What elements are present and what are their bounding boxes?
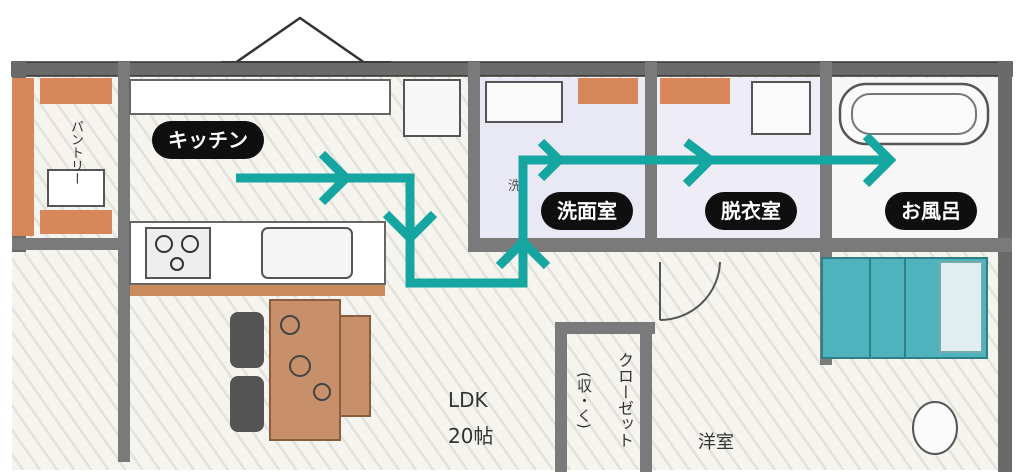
door-swing: [659, 261, 721, 321]
wall-closet-top: [555, 322, 655, 334]
pantry-label: パントリー: [68, 120, 83, 185]
wall-wet-bottom: [468, 238, 1012, 252]
kitchen-counter-edge: [130, 282, 385, 296]
sink: [261, 227, 353, 279]
bathtub: [838, 82, 990, 146]
arrow-heads: [318, 132, 897, 270]
burner: [181, 235, 199, 253]
burner: [155, 235, 173, 253]
dressing-room-label: 脱衣室: [705, 192, 797, 230]
ldk-size-label: 20帖: [448, 424, 494, 448]
chair: [230, 312, 264, 368]
wall-wash-left: [468, 62, 480, 247]
wall-pantry-bottom: [12, 238, 130, 250]
dining-table: [269, 299, 341, 441]
burner: [170, 257, 184, 271]
wood-left: [12, 78, 34, 236]
ldk-label: LDK: [448, 388, 488, 412]
western-room-label: 洋室: [698, 432, 734, 453]
closet2-label: (収・く): [575, 372, 593, 429]
wood-pantry-top: [40, 78, 112, 104]
wall-kitchen-left: [118, 62, 130, 462]
wash-small-label: 洗: [508, 179, 521, 194]
wall-top: [12, 62, 1012, 76]
wood-pantry-bottom: [40, 210, 112, 234]
closet-label: クローゼット: [615, 352, 634, 448]
wall-wash-right: [645, 62, 657, 247]
wall-bath-left: [820, 62, 832, 247]
gable-roof: [224, 16, 376, 72]
wood-dressing: [660, 78, 730, 104]
wall-right: [998, 62, 1012, 472]
pantry-shelf: [47, 169, 105, 207]
kitchen-label: キッチン: [152, 121, 264, 159]
toilet: [912, 401, 958, 455]
wall-closet-left: [555, 322, 567, 472]
wood-washroom: [578, 78, 638, 104]
wall-closet-right: [640, 322, 652, 472]
pillow: [939, 261, 983, 353]
washbasin: [485, 81, 563, 123]
washing-machine: [751, 81, 811, 135]
route-arrow: [236, 155, 890, 288]
chair: [230, 376, 264, 432]
washroom-label: 洗面室: [541, 192, 633, 230]
fridge: [403, 79, 461, 137]
bath-label: お風呂: [885, 192, 977, 230]
kitchen-upper-counter: [129, 79, 391, 115]
dining-bench: [339, 315, 371, 417]
